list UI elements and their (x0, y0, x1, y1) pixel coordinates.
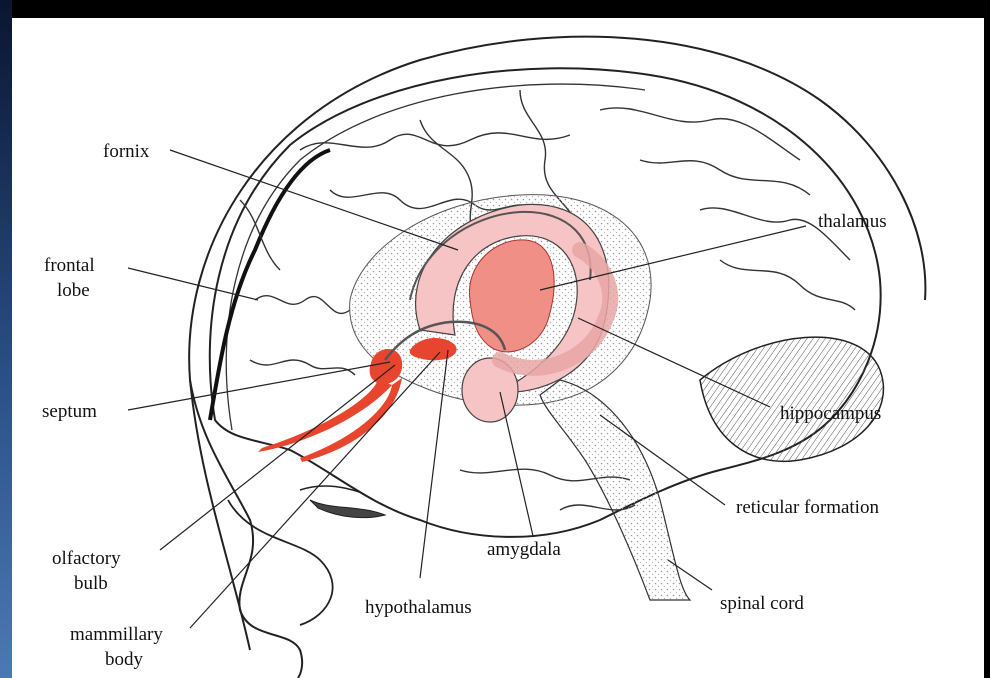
label-amygdala: amygdala (487, 538, 561, 561)
eye (310, 500, 385, 518)
label-hippocampus: hippocampus (780, 402, 881, 425)
label-olfactory-bulb-line2: bulb (74, 572, 108, 595)
label-thalamus: thalamus (818, 210, 887, 233)
label-mammillary-body-line2: body (105, 648, 143, 671)
label-mammillary-body-line1: mammillary (70, 623, 163, 646)
label-spinal-cord: spinal cord (720, 592, 804, 615)
label-fornix: fornix (103, 140, 149, 163)
label-frontal-lobe-line2: lobe (57, 279, 90, 302)
label-olfactory-bulb-line1: olfactory (52, 547, 121, 570)
label-septum: septum (42, 400, 97, 423)
label-frontal-lobe-line1: frontal (44, 254, 95, 277)
label-hypothalamus: hypothalamus (365, 596, 472, 619)
nose (228, 500, 333, 625)
label-reticular-formation: reticular formation (736, 496, 879, 519)
